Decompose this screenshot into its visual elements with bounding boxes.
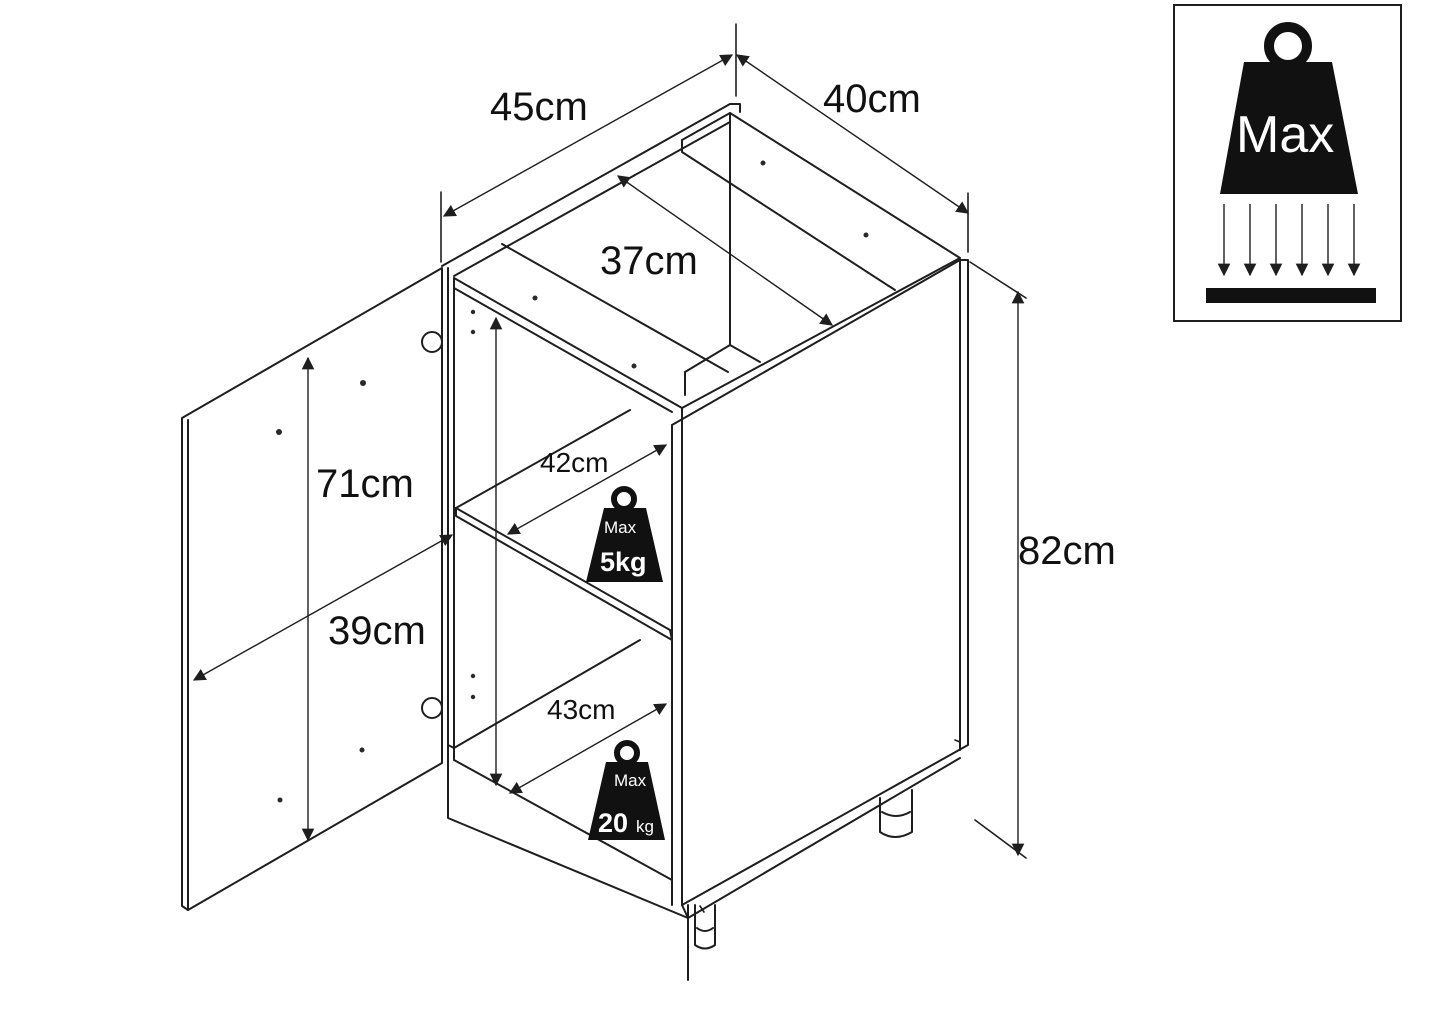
dimension-lines [192, 23, 1027, 859]
door-height-label: 71cm [316, 462, 414, 506]
depth-label: 40cm [823, 77, 921, 121]
max-load-legend: Max [1173, 4, 1402, 322]
bottom-weight-max-label: Max [614, 771, 647, 790]
total-height-label: 82cm [1018, 529, 1116, 573]
shelf-depth-label: 42cm [540, 447, 608, 478]
inner-width-label: 37cm [600, 239, 698, 283]
cabinet-body [441, 103, 969, 981]
shelf-weight-value: 5kg [600, 547, 647, 577]
width-label: 45cm [490, 85, 588, 129]
shelf-weight-icon: Max 5kg [586, 486, 663, 582]
bottom-depth-label: 43cm [547, 694, 615, 725]
load-arrows-icon [1217, 204, 1361, 277]
bottom-weight-icon: Max 20 kg [588, 740, 665, 840]
bottom-weight-unit: kg [636, 817, 654, 836]
shelf-weight-max-label: Max [604, 518, 637, 537]
bottom-weight-number: 20 [598, 808, 628, 838]
load-surface-bar [1206, 288, 1376, 303]
legend-max-label: Max [1236, 106, 1334, 164]
cabinet-door [181, 267, 443, 911]
door-width-label: 39cm [328, 609, 426, 653]
